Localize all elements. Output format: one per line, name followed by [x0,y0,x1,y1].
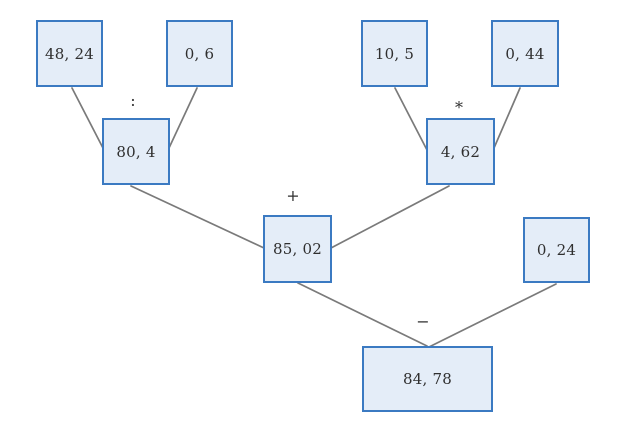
edge-85-02-to-84-78 [297,282,428,347]
edge-0-24-to-84-78 [428,283,557,348]
operator-plus-label: + [286,186,300,205]
node-48-24: 48, 24 [36,20,103,87]
node-0-6: 0, 6 [166,20,233,87]
edge-10-5-to-4-62 [394,87,428,151]
edge-4-62-to-85-02 [330,185,450,249]
edge-80-4-to-85-02 [130,185,265,249]
operator-multiply-label: * [455,98,463,117]
edge-0-6-to-80-4 [168,87,198,149]
edge-48-24-to-80-4 [71,87,105,151]
node-84-78: 84, 78 [362,346,493,412]
node-0-24: 0, 24 [523,217,590,283]
node-4-62: 4, 62 [426,118,495,185]
node-85-02: 85, 02 [263,215,332,283]
node-10-5: 10, 5 [361,20,428,87]
node-80-4: 80, 4 [102,118,170,185]
node-0-44: 0, 44 [491,20,559,87]
operator-divide-label: : [130,91,136,110]
operator-minus-label: − [416,312,430,331]
edge-0-44-to-4-62 [493,87,521,149]
